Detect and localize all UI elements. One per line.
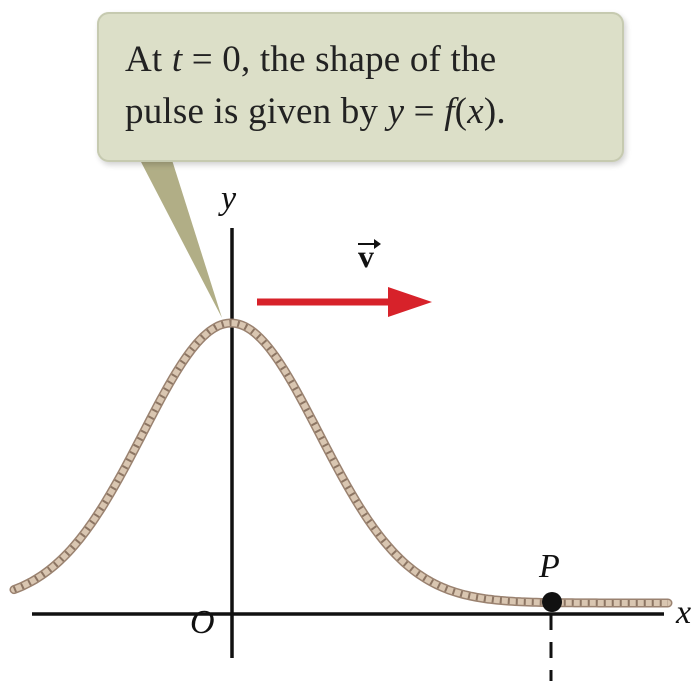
point-p-marker xyxy=(542,592,562,612)
callout-text: = 0, the shape of the xyxy=(182,39,497,80)
function-f: f xyxy=(444,91,455,132)
y-axis-label: y xyxy=(221,180,237,217)
callout-text: pulse is given by xyxy=(125,91,388,132)
x-variable: x xyxy=(467,91,484,132)
rope-pulse xyxy=(9,318,673,608)
point-p-label: P xyxy=(539,548,560,585)
rope-twist-texture xyxy=(12,319,668,606)
time-variable: t xyxy=(171,39,183,80)
paren-open: ( xyxy=(454,91,468,132)
paren-close: ). xyxy=(483,91,506,132)
origin-label: O xyxy=(190,604,215,641)
equals-sign: = xyxy=(404,91,445,132)
callout-line-1: At t = 0, the shape of the xyxy=(125,34,606,86)
y-variable: y xyxy=(387,91,405,132)
vector-accent-head xyxy=(374,239,381,249)
callout-line-2: pulse is given by y = f(x). xyxy=(125,86,606,138)
callout-pointer xyxy=(140,160,222,318)
velocity-label: v xyxy=(358,238,374,274)
rope-pulse-fill xyxy=(11,319,671,606)
callout-box: At t = 0, the shape of the pulse is give… xyxy=(97,12,624,162)
x-axis-label: x xyxy=(676,594,692,631)
callout-text: At xyxy=(125,39,172,80)
velocity-arrow-head xyxy=(388,287,432,317)
